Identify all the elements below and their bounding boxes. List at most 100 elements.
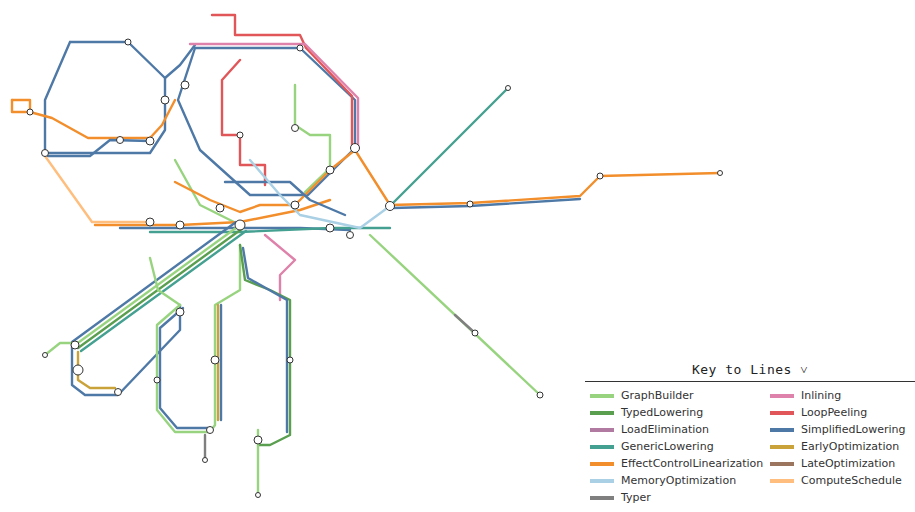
station-dot — [43, 353, 48, 358]
station-dot — [351, 144, 360, 153]
pass-line — [95, 200, 330, 225]
station-dot — [154, 377, 160, 383]
legend-entry: GraphBuilder — [585, 387, 765, 404]
station-dot — [146, 218, 154, 226]
legend-text: LoadElimination — [621, 423, 709, 436]
station-dot — [235, 220, 245, 230]
line-swatch — [770, 394, 794, 398]
legend-heading: Key to Lines ˅ — [585, 362, 915, 382]
legend-entry: TypedLowering — [585, 404, 765, 421]
legend-entry: LateOptimization — [765, 455, 915, 472]
pass-line — [190, 44, 358, 150]
pass-line — [212, 15, 352, 145]
pass-line — [45, 42, 165, 153]
line-swatch — [590, 496, 614, 500]
pass-line — [392, 199, 580, 208]
station-dot — [115, 389, 122, 396]
pass-line — [455, 315, 475, 333]
legend-entry: SimplifiedLowering — [765, 421, 915, 438]
station-dot — [181, 81, 189, 89]
line-swatch — [590, 445, 614, 449]
station-dot — [73, 365, 83, 375]
legend-text: GenericLowering — [621, 440, 714, 453]
line-swatch — [590, 394, 614, 398]
pass-line — [204, 435, 206, 460]
line-swatch — [770, 462, 794, 466]
legend-text: LoopPeeling — [801, 406, 867, 419]
legend-text: Inlining — [801, 389, 841, 402]
pass-line — [390, 88, 508, 206]
legend-entry: EffectControlLinearization — [585, 455, 765, 472]
station-dot — [237, 132, 243, 138]
station-dot — [326, 224, 334, 232]
legend-entry: EarlyOptimization — [765, 438, 915, 455]
pass-line — [45, 343, 72, 355]
station-dot — [506, 86, 511, 91]
legend-entry: MemoryOptimization — [585, 472, 765, 489]
station-dot — [216, 204, 224, 212]
pass-line — [150, 228, 390, 232]
legend-text: TypedLowering — [621, 406, 703, 419]
station-dot — [297, 45, 303, 51]
pass-line — [370, 235, 540, 395]
pass-line — [45, 156, 150, 222]
station-dot — [161, 96, 169, 104]
station-dot — [326, 166, 334, 174]
station-dot — [203, 458, 208, 463]
station-dot — [718, 171, 723, 176]
station-dot — [176, 308, 184, 316]
station-dot — [256, 493, 261, 498]
legend-entry: LoopPeeling — [765, 404, 915, 421]
station-dot — [146, 137, 154, 145]
legend-panel: Key to Lines ˅ GraphBuilder InliningTypedL… — [585, 362, 915, 506]
station-dot — [287, 357, 293, 363]
pass-line — [48, 140, 150, 156]
legend-entry: ComputeSchedule — [765, 472, 915, 489]
line-swatch — [590, 428, 614, 432]
line-swatch — [590, 479, 614, 483]
pass-line — [12, 100, 175, 138]
station-dot — [472, 330, 478, 336]
pass-line — [222, 60, 265, 185]
line-swatch — [770, 479, 794, 483]
legend-text: EarlyOptimization — [801, 440, 899, 453]
station-dot — [211, 356, 219, 364]
pass-line — [243, 248, 287, 432]
pass-line — [175, 160, 240, 225]
station-dot — [292, 125, 299, 132]
legend-text: EffectControlLinearization — [621, 457, 763, 470]
station-dot — [71, 341, 79, 349]
line-swatch — [770, 411, 794, 415]
legend-entry: GenericLowering — [585, 438, 765, 455]
station-dot — [254, 436, 262, 444]
legend-entry: LoadElimination — [585, 421, 765, 438]
station-dot — [386, 202, 395, 211]
station-dot — [467, 201, 473, 207]
station-dot — [291, 201, 299, 209]
legend-text: Typer — [621, 491, 651, 504]
line-swatch — [590, 411, 614, 415]
pass-line — [72, 222, 236, 395]
station-dot — [125, 39, 131, 45]
pass-line — [240, 245, 290, 445]
pass-line — [157, 245, 240, 432]
pass-line — [160, 308, 208, 428]
station-dot — [207, 427, 214, 434]
station-dot — [42, 150, 49, 157]
legend-text: ComputeSchedule — [801, 474, 902, 487]
legend-entry: Typer — [585, 489, 765, 506]
station-dot — [27, 109, 33, 115]
station-dot — [117, 137, 124, 144]
station-dot — [597, 173, 603, 179]
legend-text: SimplifiedLowering — [801, 423, 906, 436]
line-swatch — [770, 445, 794, 449]
pass-line — [250, 160, 390, 228]
pass-line — [78, 352, 115, 388]
pass-line — [220, 305, 222, 420]
station-dot — [537, 392, 543, 398]
station-dot — [347, 232, 354, 239]
legend-text: LateOptimization — [801, 457, 895, 470]
legend-entry: Inlining — [765, 387, 915, 404]
line-swatch — [770, 428, 794, 432]
legend-text: MemoryOptimization — [621, 474, 736, 487]
